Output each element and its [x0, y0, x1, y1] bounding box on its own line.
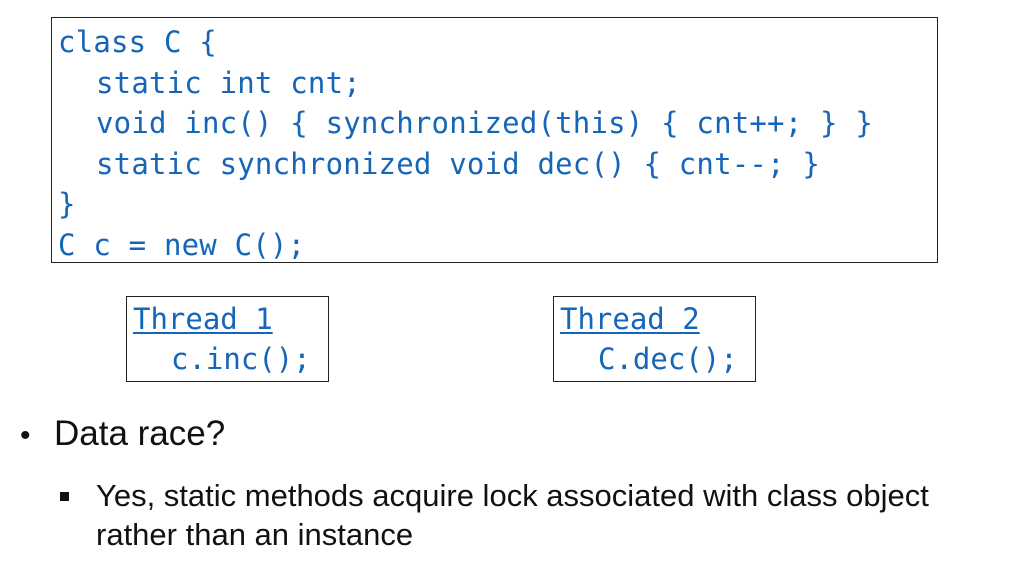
code-line: static int cnt; [96, 65, 361, 100]
code-line: class C { [58, 25, 217, 59]
bullet-answer: Yes, static methods acquire lock associa… [60, 476, 960, 554]
code-block: class C { static int cnt; void inc() { s… [51, 17, 938, 263]
thread-2-call: C.dec(); [598, 342, 738, 376]
bullet-question-text: Data race? [54, 414, 226, 453]
thread-1-title: Thread 1 [133, 302, 273, 336]
code-line: void inc() { synchronized(this) { cnt++;… [96, 106, 874, 140]
thread-2-box: Thread 2 C.dec(); [553, 296, 756, 382]
bullet-answer-text: Yes, static methods acquire lock associa… [96, 478, 929, 552]
code-line: C c = new C(); [58, 227, 306, 262]
square-bullet-icon [60, 492, 69, 501]
bullet-question: • Data race? [20, 414, 225, 454]
thread-1-box: Thread 1 c.inc(); [126, 296, 329, 382]
thread-2-title: Thread 2 [560, 302, 700, 336]
bullet-dot-icon: • [20, 419, 31, 452]
code-line: } [58, 187, 76, 221]
thread-1-call: c.inc(); [171, 342, 311, 376]
code-line: static synchronized void dec() { cnt--; … [96, 146, 821, 181]
